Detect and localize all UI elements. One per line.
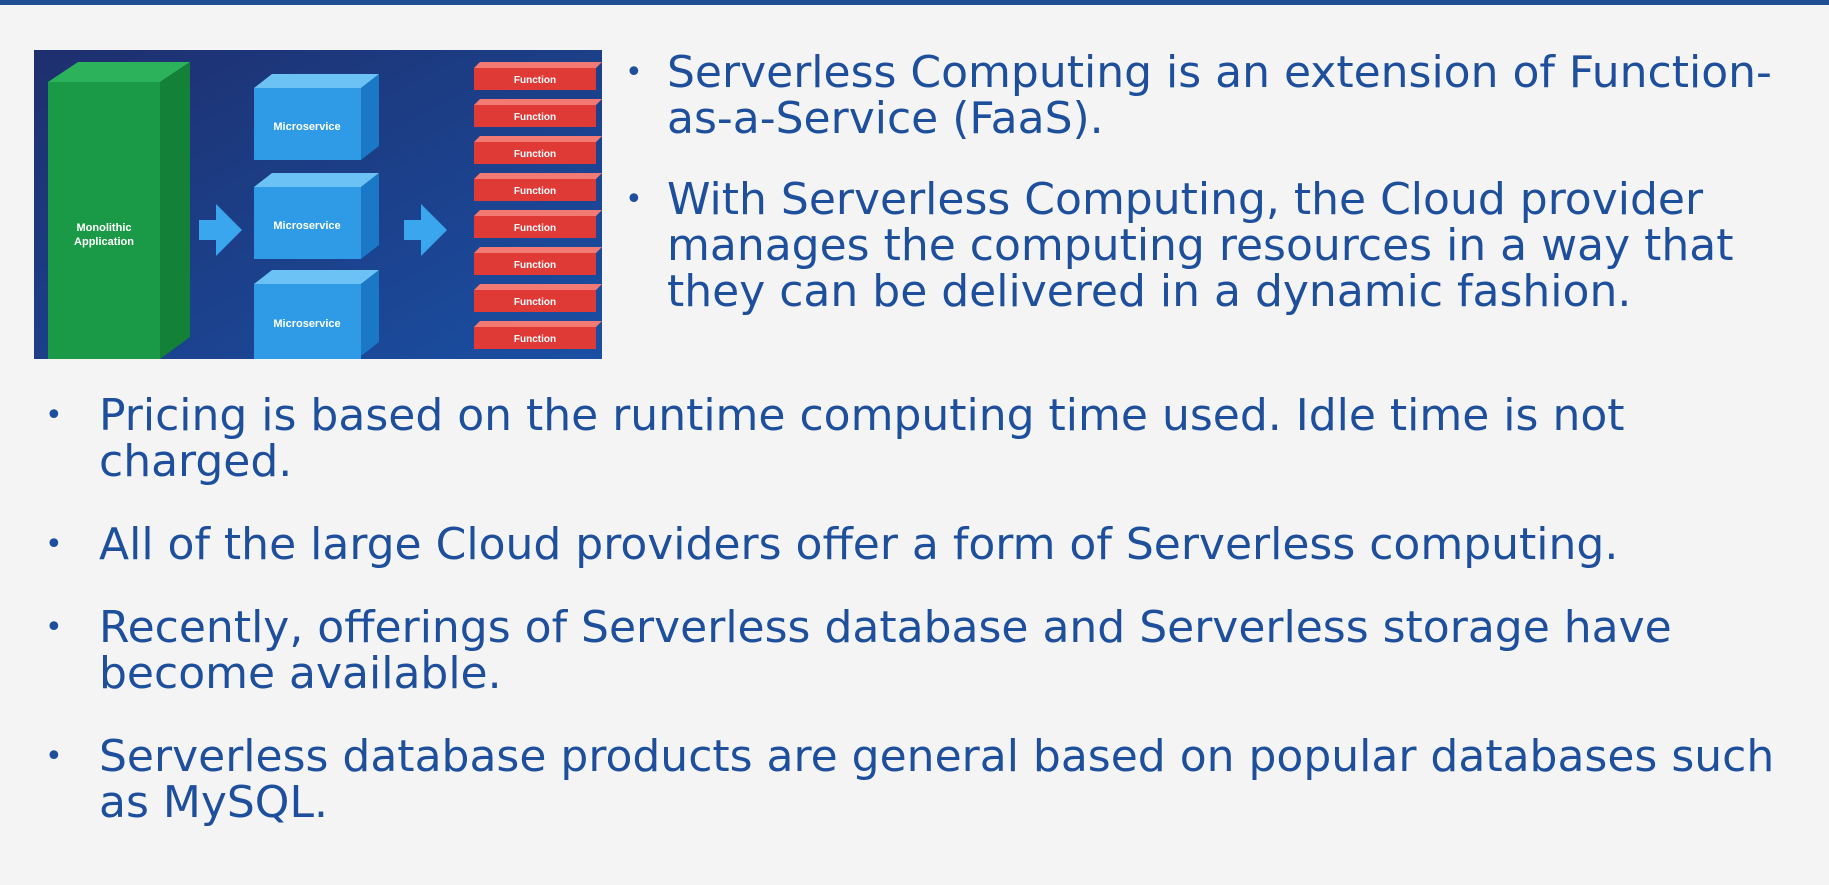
monolith-block: Monolithic Application: [48, 62, 190, 359]
monolith-label-line1: Monolithic: [77, 222, 132, 234]
bullet-item: Serverless Computing is an extension of …: [625, 50, 1820, 142]
function-label: Function: [514, 149, 556, 160]
bullet-text: Recently, offerings of Serverless databa…: [99, 602, 1672, 699]
bullet-dot-icon: [45, 522, 99, 568]
microservice-block: Microservice: [254, 173, 379, 259]
function-stack: Function Function Function Function Func…: [474, 62, 602, 349]
monolith-label-line2: Application: [74, 236, 134, 248]
microservice-label: Microservice: [273, 220, 340, 232]
function-block: Function: [474, 284, 602, 312]
microservice-block: Microservice: [254, 74, 379, 160]
function-label: Function: [514, 260, 556, 271]
bullet-dot-icon: [625, 50, 667, 96]
function-label: Function: [514, 223, 556, 234]
bullet-text: Pricing is based on the runtime computin…: [99, 390, 1625, 487]
bullet-item: Pricing is based on the runtime computin…: [45, 393, 1820, 485]
function-label: Function: [514, 334, 556, 345]
bullet-text: With Serverless Computing, the Cloud pro…: [667, 174, 1734, 317]
function-block: Function: [474, 99, 602, 127]
bullet-dot-icon: [45, 605, 99, 651]
bullet-text: Serverless database products are general…: [99, 731, 1775, 828]
function-label: Function: [514, 297, 556, 308]
function-block: Function: [474, 136, 602, 164]
bullet-text: All of the large Cloud providers offer a…: [99, 519, 1619, 570]
top-bullet-list: Serverless Computing is an extension of …: [625, 50, 1820, 315]
function-block: Function: [474, 62, 602, 90]
function-block: Function: [474, 247, 602, 275]
bullet-dot-icon: [45, 393, 99, 439]
function-block: Function: [474, 173, 602, 201]
microservice-block: Microservice: [254, 270, 379, 359]
slide-top-bar: [0, 0, 1829, 5]
bullet-dot-icon: [625, 177, 667, 223]
function-label: Function: [514, 75, 556, 86]
bullet-item: Serverless database products are general…: [45, 734, 1820, 826]
arrow-right-icon: [404, 204, 447, 256]
bullet-item: With Serverless Computing, the Cloud pro…: [625, 177, 1820, 315]
function-label: Function: [514, 112, 556, 123]
bullet-dot-icon: [45, 734, 99, 780]
function-block: Function: [474, 210, 602, 238]
arrow-right-icon: [199, 204, 242, 256]
bullet-item: Recently, offerings of Serverless databa…: [45, 605, 1820, 697]
microservice-label: Microservice: [273, 121, 340, 133]
bullet-text: Serverless Computing is an extension of …: [667, 47, 1772, 144]
architecture-diagram: Monolithic Application Microservice Micr…: [34, 50, 602, 359]
bullet-item: All of the large Cloud providers offer a…: [45, 522, 1820, 568]
main-bullet-list: Pricing is based on the runtime computin…: [45, 393, 1820, 826]
function-label: Function: [514, 186, 556, 197]
microservice-label: Microservice: [273, 318, 340, 330]
function-block: Function: [474, 321, 602, 349]
